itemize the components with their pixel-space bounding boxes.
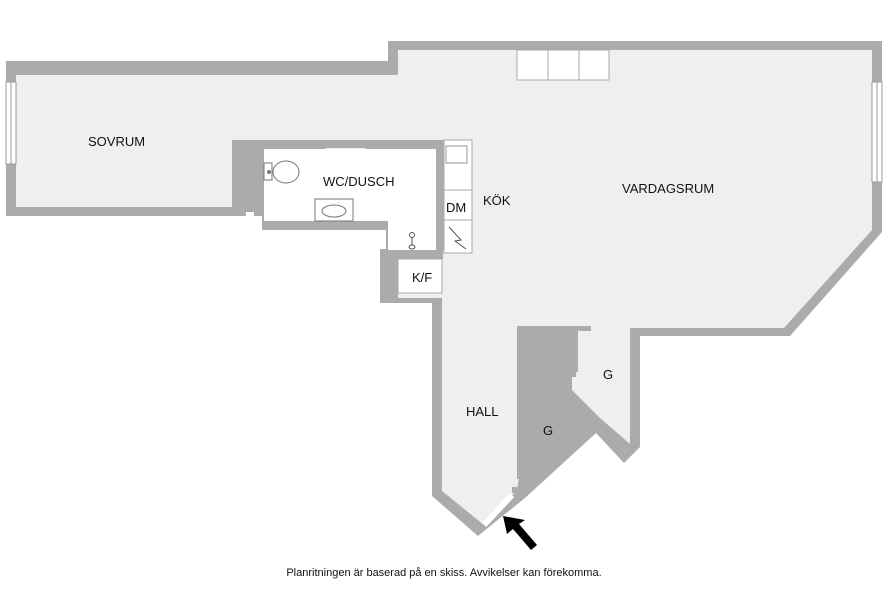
hall-wall — [517, 326, 526, 416]
room-label-wardrobe-1: G — [603, 367, 613, 382]
wall-segment — [232, 140, 241, 215]
entrance-arrow-icon — [503, 516, 537, 550]
room-label-hall: HALL — [466, 404, 499, 419]
room-label-fridge-freezer: K/F — [412, 270, 432, 285]
floor-area — [16, 50, 872, 525]
entrance-door — [481, 492, 515, 528]
stove-icon — [448, 226, 467, 250]
top-cabinets — [516, 49, 610, 81]
room-label-wardrobe-2: G — [543, 423, 553, 438]
room-label-kitchen: KÖK — [483, 193, 511, 208]
wall-segment — [436, 140, 444, 250]
wall-segment — [254, 140, 263, 216]
wall-segment — [232, 140, 326, 149]
room-label-bedroom: SOVRUM — [88, 134, 145, 149]
shower-icon — [408, 232, 416, 250]
room-label-living-room: VARDAGSRUM — [622, 181, 714, 196]
room-label-bathroom: WC/DUSCH — [323, 174, 395, 189]
wardrobe-wall — [526, 333, 576, 377]
kitchen-counter — [443, 139, 473, 254]
fridge-freezer — [397, 258, 443, 294]
sink-icon — [314, 198, 354, 222]
room-label-dishwasher: DM — [446, 200, 466, 215]
sink-icon — [445, 145, 468, 164]
disclaimer-note: Planritningen är baserad på en skiss. Av… — [286, 567, 602, 579]
toilet-icon — [263, 160, 300, 184]
wall-segment — [517, 451, 524, 479]
wall-segment — [366, 140, 444, 149]
